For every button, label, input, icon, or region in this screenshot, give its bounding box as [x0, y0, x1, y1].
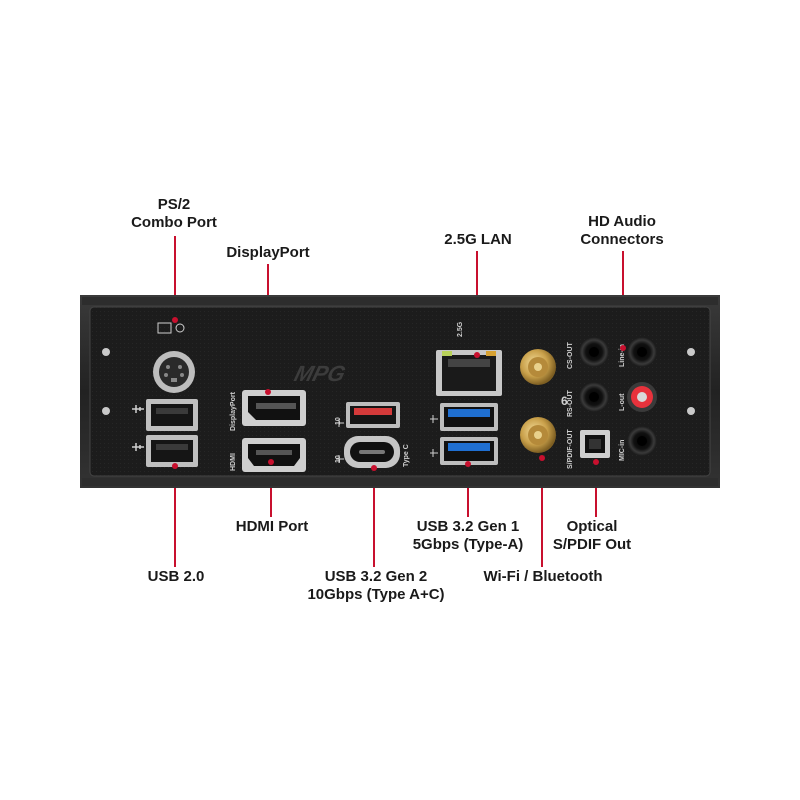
- usb32g2-callout: USB 3.2 Gen 2 10Gbps (Type A+C): [307, 568, 445, 603]
- audio-jack-mic-in[interactable]: [627, 426, 657, 456]
- displayport-port[interactable]: [242, 390, 306, 426]
- usb2-dot: [172, 463, 178, 469]
- rs-out-label: RS-OUT: [567, 389, 574, 417]
- usb2-port-bottom[interactable]: [146, 435, 198, 467]
- hdmi-dot: [268, 459, 274, 465]
- usb2-port-top[interactable]: [146, 399, 198, 431]
- line-in-label: Line-in: [619, 344, 626, 367]
- optical-spdif-port[interactable]: [580, 430, 610, 458]
- optical-callout: Optical S/PDIF Out: [552, 518, 632, 553]
- wifi-leader: [541, 458, 543, 567]
- hdmi-port[interactable]: [242, 438, 306, 472]
- audio-jack-line-out[interactable]: [627, 382, 657, 412]
- ps2-port[interactable]: [153, 351, 195, 393]
- wifi-callout: Wi-Fi / Bluetooth: [483, 568, 603, 585]
- cs-out-label: CS-OUT: [567, 341, 574, 369]
- ps2-leader: [174, 236, 176, 320]
- audio-dot: [620, 345, 626, 351]
- lan-speed-label: 2.5G: [457, 321, 464, 337]
- lan-dot: [474, 352, 480, 358]
- usb32g2-dot: [371, 465, 377, 471]
- optical-dot: [593, 459, 599, 465]
- wifi-dot: [539, 455, 545, 461]
- usb32g2-leader: [373, 468, 375, 567]
- displayport-dot: [265, 389, 271, 395]
- displayport-panel-label: DisplayPort: [230, 391, 237, 431]
- usb3-icon-top: [430, 415, 438, 423]
- keyboard-icon: [157, 322, 172, 334]
- usb3-icon-bottom: [430, 449, 438, 457]
- usb32g1-leader: [467, 464, 469, 517]
- hdmi-callout: HDMI Port: [235, 518, 309, 535]
- optical-leader: [595, 462, 597, 517]
- mouse-icon: [175, 323, 185, 333]
- wifi6-label: 6: [561, 394, 568, 408]
- usb32-gen1-port-top[interactable]: [440, 403, 498, 431]
- usb32-gen1-port-bottom[interactable]: [440, 437, 498, 465]
- hdmi-panel-label: HDMI: [230, 453, 237, 471]
- spdif-out-label: S/PDIF-OUT: [567, 429, 574, 469]
- wifi-antenna-connector-top[interactable]: [520, 349, 556, 385]
- audio-jack-rs-out[interactable]: [579, 382, 609, 412]
- ps2-dot: [172, 317, 178, 323]
- usb32g1-dot: [465, 461, 471, 467]
- ps2-callout: PS/2 Combo Port: [131, 196, 217, 231]
- usb32-gen2-type-a-port[interactable]: [346, 402, 400, 428]
- mount-hole-right-bottom: [687, 407, 695, 415]
- displayport-callout: DisplayPort: [226, 244, 310, 261]
- usb2-icon-top: [132, 405, 144, 413]
- mpg-logo: MPG: [292, 361, 349, 386]
- audio-jack-line-in[interactable]: [627, 337, 657, 367]
- usb-ss-icon-top: [336, 419, 344, 427]
- io-shield-panel: DisplayPort HDMI MPG 10 10 Type C 2.5G: [80, 295, 720, 488]
- type-c-panel-label: Type C: [403, 444, 410, 467]
- mic-in-label: MIC-in: [619, 440, 626, 461]
- mount-hole-left-top: [102, 348, 110, 356]
- usb-type-c-port[interactable]: [344, 436, 400, 468]
- usb32g1-callout: USB 3.2 Gen 1 5Gbps (Type-A): [412, 518, 524, 553]
- usb2-icon-bottom: [132, 443, 144, 451]
- line-out-label: L-out: [619, 393, 626, 411]
- usb-ss-icon-bottom: [336, 455, 344, 463]
- mount-hole-right-top: [687, 348, 695, 356]
- mount-hole-left-bottom: [102, 407, 110, 415]
- hdmi-leader: [270, 462, 272, 517]
- audio-jack-cs-out[interactable]: [579, 337, 609, 367]
- usb2-callout: USB 2.0: [147, 568, 205, 585]
- lan-callout: 2.5G LAN: [444, 231, 512, 248]
- audio-callout: HD Audio Connectors: [580, 213, 664, 248]
- lan-port[interactable]: [436, 350, 502, 396]
- usb2-leader: [174, 466, 176, 567]
- wifi-antenna-connector-bottom[interactable]: [520, 417, 556, 453]
